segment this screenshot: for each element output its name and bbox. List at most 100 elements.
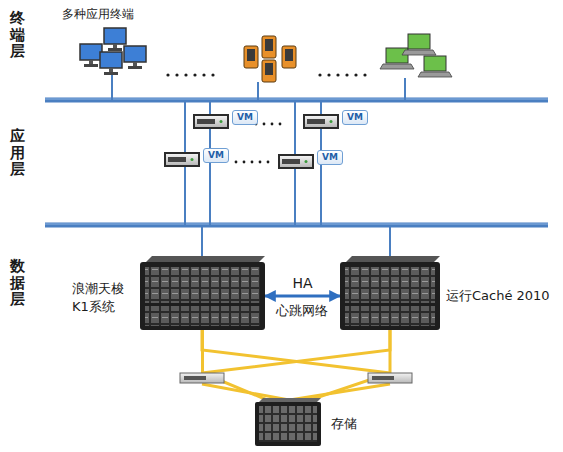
ellipsis-dots [193, 73, 196, 76]
vm-badge: VM [317, 150, 343, 165]
node-label: 存储 [331, 416, 357, 433]
mobile-terminal-icon [244, 36, 296, 82]
node-label: 浪潮天梭 K1系统 [72, 280, 134, 315]
app-server-icon [303, 114, 339, 129]
node-label: VM [237, 112, 253, 122]
node-label: VM [347, 112, 363, 122]
app-server-icon [303, 114, 339, 129]
pc-icon [100, 52, 122, 75]
pc-icon [108, 48, 122, 51]
network-bus [45, 99, 548, 225]
mobile-terminal-icon [285, 49, 293, 61]
ellipsis-dots [211, 73, 214, 76]
ellipsis-dots [243, 161, 246, 164]
database-server [145, 306, 260, 326]
fc-switch [180, 373, 224, 383]
storage-array [259, 398, 321, 402]
fc-switch [368, 373, 412, 383]
database-server [340, 262, 440, 330]
mobile-terminal-icon [247, 49, 255, 61]
app-server-icon [307, 119, 325, 124]
pc-icon [104, 72, 118, 75]
laptop-icon [424, 56, 446, 71]
network-bus [45, 98, 548, 103]
layer-title: 终端层 [10, 10, 25, 60]
vm-badge: VM [203, 148, 229, 163]
network-drop [112, 74, 405, 262]
database-server [345, 306, 435, 326]
ellipsis-dots [259, 161, 262, 164]
app-server-icon [197, 119, 215, 124]
mobile-terminal-icon [265, 63, 273, 75]
pc-icon [100, 52, 122, 68]
ellipsis-dots [267, 161, 270, 164]
app-server-icon [278, 154, 314, 169]
pc-icon [113, 44, 117, 48]
mobile-terminal-icon [244, 46, 258, 68]
network-bus [45, 223, 548, 228]
app-server-icon [280, 156, 312, 167]
database-server [346, 256, 440, 262]
vm-badge: VM [232, 110, 258, 125]
ellipsis-dots [184, 73, 187, 76]
fc-switch [372, 376, 394, 380]
database-server [345, 267, 435, 303]
link-label: HA [289, 275, 315, 291]
mobile-terminal-icon [282, 46, 296, 68]
app-server-icon [305, 116, 337, 127]
ellipsis-dots [175, 73, 178, 76]
fc-switch [180, 373, 412, 383]
laptop-icon [402, 50, 436, 55]
node-label: 运行Caché 2010 [446, 288, 550, 305]
ellipsis-dots [251, 161, 254, 164]
ellipsis-dots [345, 73, 348, 76]
layer-title: 数据层 [10, 258, 25, 308]
network-bus [45, 99, 548, 100]
database-server [145, 267, 260, 303]
pc-icon [124, 46, 146, 62]
app-server-icon [330, 120, 333, 123]
fc-switch [184, 376, 206, 380]
storage-node: 存储 [255, 402, 321, 446]
link-caption: 心跳网络 [274, 302, 330, 320]
mobile-terminal-icon [262, 36, 276, 58]
laptop-icon [408, 34, 430, 49]
app-server-icon [278, 154, 314, 169]
laptop-icon [418, 72, 452, 77]
app-server-icon [193, 114, 229, 129]
app-server-icon [168, 157, 186, 162]
ellipsis-dots [327, 73, 330, 76]
storage-array [259, 406, 317, 442]
mobile-terminal-icon [262, 60, 276, 82]
pc-icon [109, 68, 113, 72]
app-server-icon [164, 152, 200, 167]
ellipsis-dots [336, 73, 339, 76]
pc-icon [80, 44, 102, 60]
mobile-terminal-icon [262, 36, 276, 58]
app-server-icon [282, 159, 300, 164]
app-server-icon [164, 152, 200, 167]
fc-cable [202, 330, 390, 402]
storage-array [255, 398, 321, 446]
app-server-icon [193, 114, 229, 129]
mobile-terminal-icon [282, 46, 296, 68]
ha-link [265, 295, 340, 298]
fc-cable [202, 330, 390, 373]
storage-array [255, 402, 321, 446]
pc-icon [104, 28, 126, 44]
laptop-icon [402, 34, 436, 55]
fc-cable [202, 330, 390, 373]
pc-icon [124, 46, 146, 69]
database-server-node: 运行Caché 2010 [340, 262, 440, 330]
network-bus [45, 224, 548, 225]
ellipsis-dots [354, 73, 357, 76]
pc-icon [128, 66, 142, 69]
app-server-icon [305, 160, 308, 163]
ellipsis-dots [279, 123, 282, 126]
network-drop [111, 74, 113, 100]
ellipsis-dots [166, 73, 169, 76]
pc-icon [80, 28, 146, 75]
database-server-node: 浪潮天梭 K1系统 [140, 262, 265, 330]
laptop-icon [380, 34, 452, 77]
